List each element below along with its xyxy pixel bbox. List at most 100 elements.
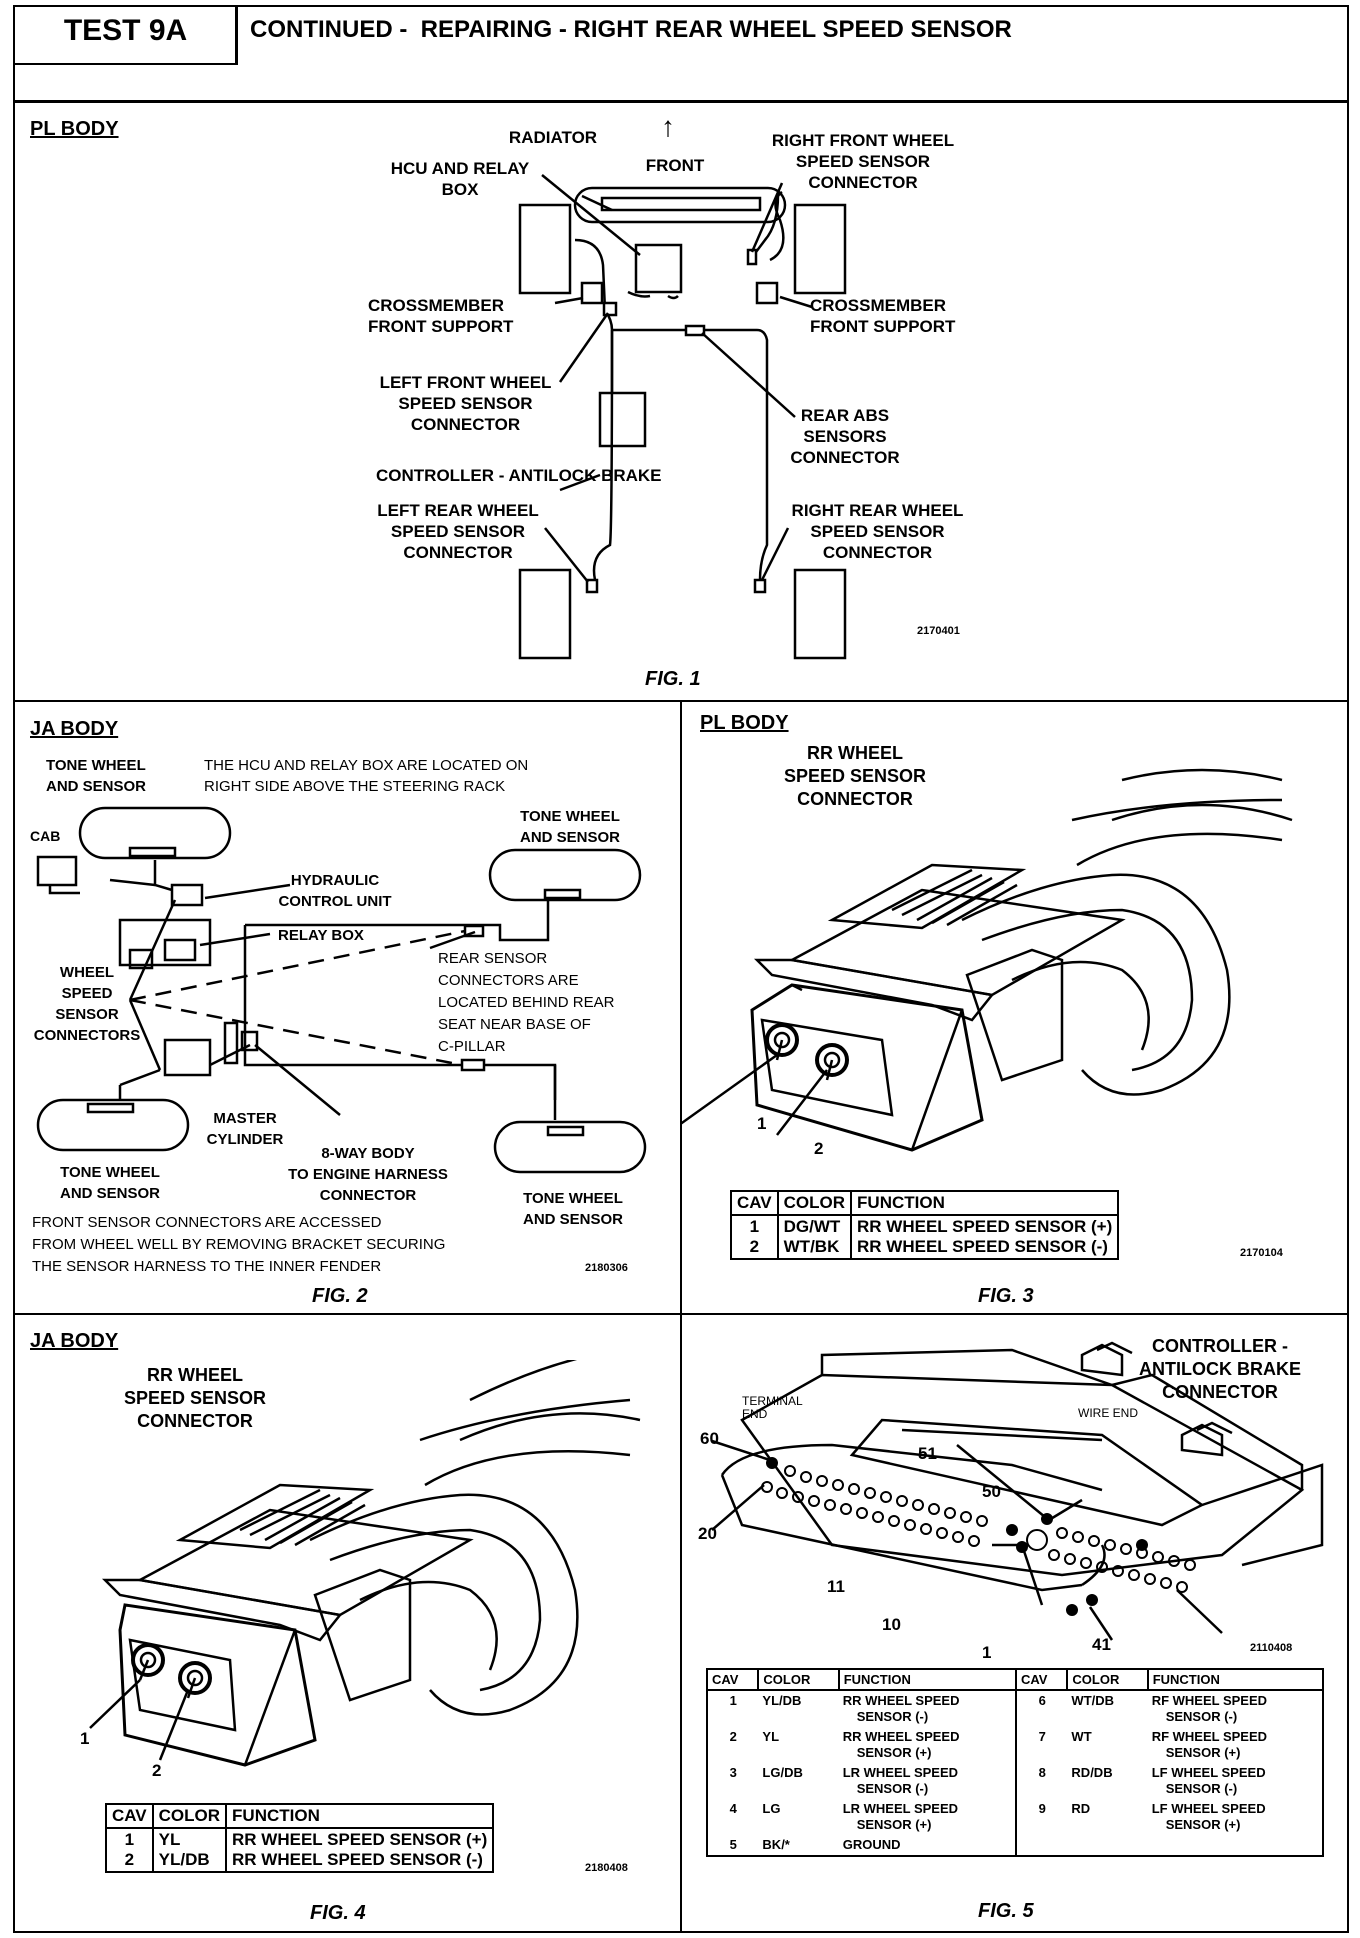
table-cell (1148, 1835, 1323, 1856)
tone-wheel-tr (488, 848, 642, 902)
page-title: CONTINUED - REPAIRING - RIGHT REAR WHEEL… (250, 16, 1012, 43)
table-cell: 1 (729, 1693, 737, 1708)
fig4-th-function: FUNCTION (225, 1803, 495, 1829)
fig1-section-title: PL BODY (30, 118, 119, 140)
table-cell: GROUND (842, 1837, 901, 1852)
front-right-wheel (793, 203, 847, 295)
fig5-th-color: COLOR (757, 1668, 840, 1691)
table-cell: BK/* (762, 1837, 790, 1852)
table-cell: RR WHEEL SPEED SENSOR (+)RR WHEEL SPEED … (850, 1214, 1120, 1260)
header-divider (13, 100, 1349, 103)
test-id: TEST 9A (63, 14, 188, 47)
fig1-front-label: FRONT (645, 156, 705, 175)
fig5-th-color2: COLOR (1066, 1668, 1149, 1691)
fig5-wire-end-label: WIRE END (1078, 1406, 1138, 1420)
fig5-th-cav: CAV (705, 1668, 760, 1691)
fig4-pin2-label: 2 (152, 1761, 162, 1780)
vertical-divider (680, 700, 682, 1933)
fig1-controller-label: CONTROLLER - ANTILOCK BRAKE (376, 466, 662, 485)
table-cell: LG (762, 1801, 781, 1816)
fig5-th-function2: FUNCTION (1146, 1668, 1325, 1691)
fig5-pin20-label: 20 (698, 1524, 717, 1543)
table-cell: 6 (1014, 1690, 1068, 1727)
fig2-cab-label: CAB (30, 828, 61, 844)
tone-wheel-br (493, 1120, 647, 1174)
fig3-th-cav: CAV (730, 1190, 779, 1216)
fig4-connector-drawing (89, 1360, 641, 1767)
fig5-pin51-label: 51 (918, 1444, 937, 1463)
rear-left-wheel (518, 568, 572, 660)
table-cell: 3 (729, 1765, 737, 1780)
fig1-caption: FIG. 1 (645, 668, 701, 690)
fig3-image-id: 2170104 (1240, 1247, 1283, 1259)
fig3-connector-drawing (682, 768, 1293, 1152)
fig3-section-title: PL BODY (700, 712, 789, 734)
hcu-box (634, 243, 683, 294)
test-id-box (13, 5, 238, 65)
table-row: 5 BK/* GROUND (707, 1835, 1323, 1856)
table-cell: YL/DB (762, 1693, 802, 1708)
fig4-section-title: JA BODY (30, 1330, 119, 1352)
fig5-pin41-label: 41 (1092, 1635, 1111, 1654)
fig2-drawing (36, 806, 647, 1174)
fig1-front-arrow: ↑ (661, 111, 675, 142)
table-cell: WT (1071, 1729, 1092, 1744)
fig5-caption: FIG. 5 (978, 1900, 1034, 1922)
table-cell: LG/DB (762, 1765, 803, 1780)
fig4-th-color: COLOR (151, 1803, 228, 1829)
fig5-table: CAV COLOR FUNCTION CAV COLOR FUNCTION 1 … (705, 1668, 1325, 1857)
fig4-pin1-label: 1 (80, 1729, 90, 1748)
fig3-caption: FIG. 3 (978, 1285, 1034, 1307)
fig5-pin1-label: 1 (982, 1643, 992, 1662)
fig3-th-color: COLOR (776, 1190, 853, 1216)
table-cell: 2 (729, 1729, 737, 1744)
tone-wheel-bl (36, 1098, 190, 1152)
fig2-caption: FIG. 2 (312, 1285, 368, 1307)
fig5-th-function: FUNCTION (837, 1668, 1018, 1691)
table-cell: WT/DB (1071, 1693, 1115, 1708)
table-cell: RD (1071, 1801, 1091, 1816)
tone-wheel-tl (78, 806, 232, 860)
controller-box (598, 391, 647, 448)
fig5-connector-drawing (711, 1341, 1324, 1641)
fig2-section-title: JA BODY (30, 718, 119, 740)
front-left-wheel (518, 203, 572, 295)
fig1-radiator-label: RADIATOR (508, 128, 598, 147)
cab-box (36, 855, 78, 887)
fig3-pin1-label: 1 (757, 1114, 767, 1133)
fig3-th-function: FUNCTION (850, 1190, 1120, 1216)
table-cell: RD/DB (1071, 1765, 1113, 1780)
fig5-image-id: 2110408 (1250, 1642, 1293, 1654)
fig3-pin2-label: 2 (814, 1139, 824, 1158)
fig5-pin60-label: 60 (700, 1429, 719, 1448)
